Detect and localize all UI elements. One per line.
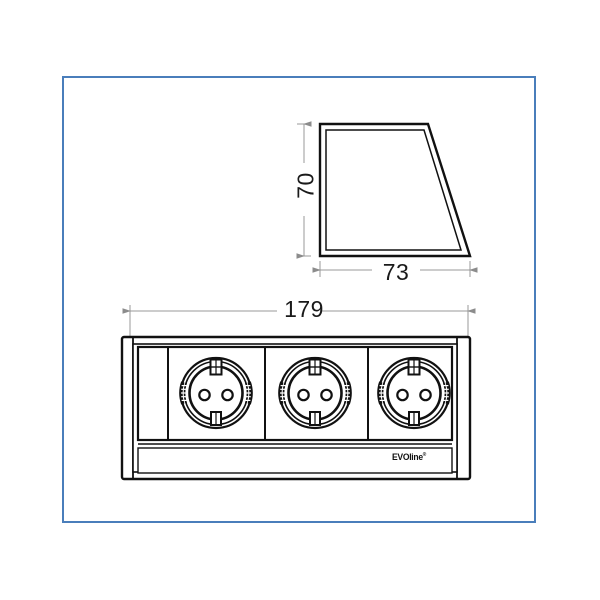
dimension-height-70 — [296, 121, 312, 259]
dimension-label-depth: 73 — [382, 259, 410, 285]
registered-trademark-icon: ® — [422, 452, 427, 458]
dimension-width-179 — [122, 305, 476, 336]
schuko-socket-3[interactable] — [377, 356, 451, 430]
dimension-label-width: 179 — [284, 296, 324, 322]
schuko-socket-1[interactable] — [179, 356, 253, 430]
schuko-socket-2[interactable] — [278, 356, 352, 430]
side-profile-view — [296, 121, 478, 277]
evoline-logo-name: EVOline — [392, 452, 423, 462]
brand-panel — [137, 447, 453, 474]
profile-inner-outline — [325, 129, 463, 251]
dimension-depth-73 — [312, 261, 478, 277]
front-view — [120, 305, 476, 481]
dimension-label-height: 70 — [292, 172, 319, 199]
evoline-logo: EVOline® — [392, 452, 426, 462]
